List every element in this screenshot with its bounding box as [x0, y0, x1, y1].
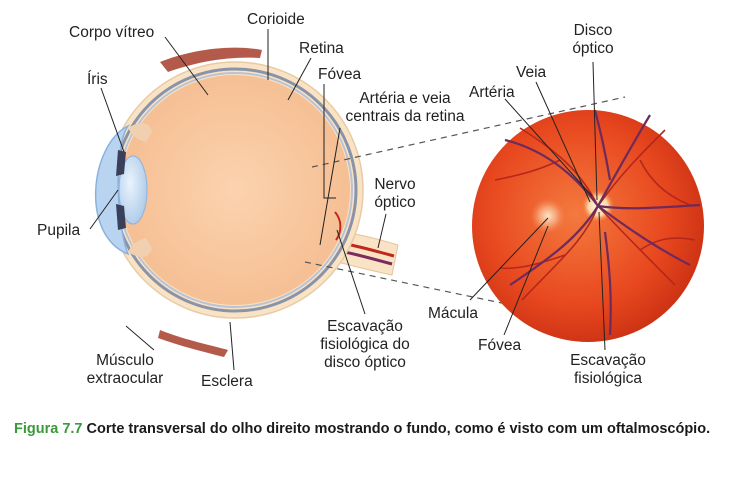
label-corioide: Corioide [247, 11, 305, 29]
label-nervo-line2: óptico [365, 194, 425, 212]
label-corpo-vitreo: Corpo vítreo [69, 24, 154, 42]
label-arteria-veia-line2: centrais da retina [330, 108, 480, 126]
label-pupila: Pupila [37, 222, 80, 240]
label-fovea-right: Fóvea [478, 337, 521, 355]
label-disco-optico: Disco óptico [563, 22, 623, 58]
label-nervo-line1: Nervo [365, 176, 425, 194]
label-musculo-extraocular: Músculo extraocular [80, 352, 170, 388]
label-escavacao-line2: fisiológica do [305, 336, 425, 354]
label-escavacao-line1: Escavação [305, 318, 425, 336]
label-disco-line1: Disco [563, 22, 623, 40]
label-arteria-veia-line1: Artéria e veia [330, 90, 480, 108]
label-arteria: Artéria [469, 84, 515, 102]
figure-number: Figura 7.7 [14, 421, 83, 437]
label-retina: Retina [299, 40, 344, 58]
label-musculo-line2: extraocular [80, 370, 170, 388]
label-iris: Íris [87, 71, 108, 89]
label-fovea-left: Fóvea [318, 66, 361, 84]
figure-caption-text: Corte transversal do olho direito mostra… [87, 421, 711, 437]
label-macula: Mácula [428, 305, 478, 323]
label-escavacao-line3: disco óptico [305, 354, 425, 372]
label-escavacao-fisiologica: Escavação fisiológica [553, 352, 663, 388]
label-disco-line2: óptico [563, 40, 623, 58]
label-esclera: Esclera [201, 373, 253, 391]
label-escavacao-fis-line2: fisiológica [553, 370, 663, 388]
figure-caption: Figura 7.7 Corte transversal do olho dir… [14, 419, 714, 440]
label-arteria-veia: Artéria e veia centrais da retina [330, 90, 480, 126]
label-musculo-line1: Músculo [80, 352, 170, 370]
label-escavacao-disco: Escavação fisiológica do disco óptico [305, 318, 425, 372]
vitreous-body [120, 75, 350, 305]
label-nervo-optico: Nervo óptico [365, 176, 425, 212]
label-escavacao-fis-line1: Escavação [553, 352, 663, 370]
label-veia: Veia [516, 64, 546, 82]
